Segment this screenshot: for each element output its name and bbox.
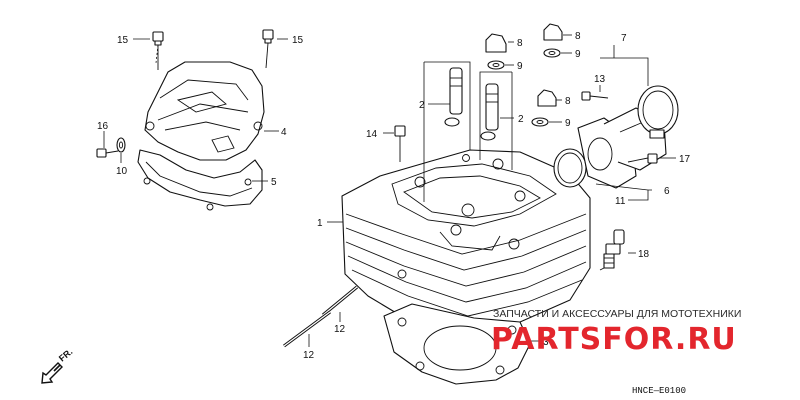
callout-8-a: 8 (517, 38, 523, 49)
valve-guide-2-left (444, 67, 463, 127)
callout-9-b: 9 (565, 118, 571, 129)
front-direction-indicator: FR. (41, 347, 75, 384)
watermark-tagline: ЗАПЧАСТИ И АКСЕССУАРЫ ДЛЯ МОТОТЕХНИКИ (493, 308, 741, 320)
bolt-16 (96, 148, 119, 158)
callout-7: 7 (621, 33, 627, 44)
bolt-15-left (152, 31, 164, 70)
callout-13: 13 (594, 74, 606, 85)
callout-14: 14 (366, 129, 378, 140)
callout-2-right: 2 (518, 114, 524, 125)
callout-18: 18 (638, 249, 650, 260)
callout-15-left: 15 (117, 35, 129, 46)
washer-9-b (531, 117, 549, 127)
bolt-14 (394, 125, 406, 162)
leader-lines (103, 34, 676, 347)
callout-10: 10 (116, 166, 128, 177)
callout-1: 1 (317, 218, 323, 229)
callout-9-a: 9 (517, 61, 523, 72)
callout-9-c: 9 (575, 49, 581, 60)
front-label: FR. (57, 347, 75, 364)
bolt-17 (627, 153, 658, 164)
callout-4: 4 (281, 127, 287, 138)
cap-nut-8-c (543, 23, 563, 41)
washer-10 (116, 137, 126, 153)
cylinder-head (341, 149, 591, 341)
callout-3: 3 (543, 337, 549, 348)
callout-12-lower: 12 (303, 350, 315, 361)
callout-5: 5 (271, 177, 277, 188)
guide-frame-left (423, 61, 471, 202)
callout-15-right: 15 (292, 35, 304, 46)
watermark: ЗАПЧАСТИ И АКСЕССУАРЫ ДЛЯ МОТОТЕХНИКИ PA… (491, 308, 741, 357)
clamp-7 (637, 85, 679, 139)
cap-nut-8-a (485, 33, 507, 53)
bolt-13 (581, 91, 609, 101)
bolt-15-right (262, 29, 274, 69)
washer-9-a (487, 60, 505, 70)
watermark-brand: PARTSFOR.RU (491, 322, 737, 357)
stud-12-upper (321, 285, 359, 317)
callout-17: 17 (679, 154, 691, 165)
callout-11: 11 (615, 196, 626, 207)
valve-guide-2-right (480, 83, 499, 141)
callout-8-c: 8 (575, 31, 581, 42)
callout-6: 6 (664, 186, 670, 197)
head-cover (144, 61, 265, 161)
head-gasket-3 (383, 303, 531, 385)
cap-nut-8-b (537, 89, 557, 107)
guide-frame-right (479, 71, 513, 170)
callout-8-b: 8 (565, 96, 571, 107)
stud-12-lower (283, 310, 331, 348)
callout-12-upper: 12 (334, 324, 346, 335)
head-cover-gasket (137, 149, 263, 211)
spark-plug-18 (599, 229, 625, 271)
callout-2-left: 2 (419, 100, 425, 111)
callout-16: 16 (97, 121, 109, 132)
drawing-code: HNCE—E0100 (632, 386, 686, 396)
washer-9-c (543, 48, 561, 58)
o-ring-11 (553, 148, 587, 188)
